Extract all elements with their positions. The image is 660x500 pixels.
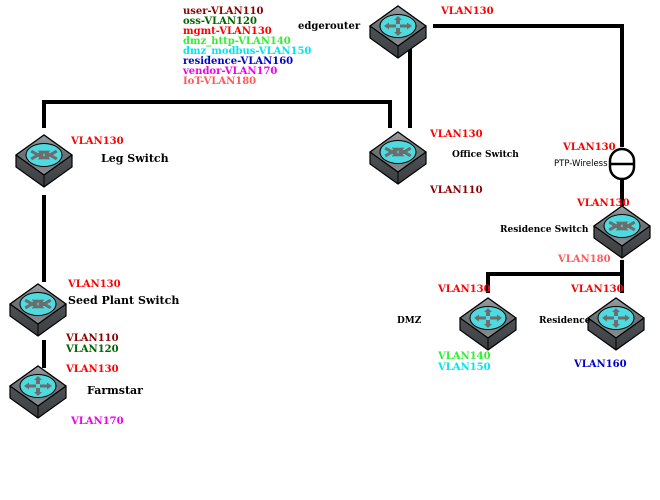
device-leg-switch[interactable]: [15, 134, 73, 188]
vlan-tag: VLAN110: [65, 333, 119, 344]
link-leg-office: [42, 100, 392, 128]
farmstar-label: Farmstar: [87, 384, 143, 397]
legend-item: mgmt-VLAN130: [183, 26, 272, 37]
legend-item: dmz_modbus-VLAN150: [183, 46, 311, 57]
vlan-legend: user-VLAN110 oss-VLAN120 mgmt-VLAN130 dm…: [182, 6, 311, 87]
seed-plant-switch-label: Seed Plant Switch: [68, 294, 179, 307]
legend-item: vendor-VLAN170: [182, 66, 277, 77]
device-farmstar[interactable]: [9, 365, 67, 419]
dmz-label: DMZ: [397, 316, 422, 326]
device-edgerouter[interactable]: [369, 5, 427, 59]
vlan-tag: VLAN130: [570, 284, 624, 295]
vlan-tag: VLAN110: [429, 185, 483, 196]
residence-switch-label: Residence Switch: [500, 225, 589, 235]
vlan-tag: VLAN180: [557, 254, 611, 265]
vlan-tag: VLAN130: [437, 284, 491, 295]
links: [42, 24, 624, 368]
vlan-tag: VLAN170: [70, 416, 124, 427]
device-residence-switch[interactable]: [593, 205, 651, 259]
vlan-tag: VLAN150: [437, 362, 491, 373]
device-residence[interactable]: [587, 297, 645, 351]
vlan-tag: VLAN160: [573, 359, 627, 370]
legend-item: user-VLAN110: [183, 6, 264, 17]
device-dmz[interactable]: [459, 297, 517, 351]
office-switch-label: Office Switch: [452, 150, 519, 160]
vlan-tag: VLAN130: [562, 142, 616, 153]
edgerouter-label: edgerouter: [298, 21, 361, 32]
vlan-tag: VLAN130: [429, 129, 483, 140]
device-seed-plant-switch[interactable]: [9, 283, 67, 337]
legend-item: oss-VLAN120: [183, 16, 257, 27]
leg-switch-label: Leg Switch: [101, 152, 169, 165]
residence-label: Residence: [539, 316, 591, 326]
vlan-tag: VLAN130: [67, 279, 121, 290]
device-office-switch[interactable]: [369, 131, 427, 185]
ptp-wireless-icon: [608, 147, 636, 181]
link-to-dmz: [486, 272, 622, 293]
legend-item: residence-VLAN160: [183, 56, 293, 67]
vlan-tag: VLAN130: [440, 6, 494, 17]
vlan-tag: VLAN130: [70, 136, 124, 147]
vlan-tag: VLAN120: [65, 344, 119, 355]
ptp-wireless-label: PTP-Wireless: [554, 159, 608, 169]
vlan-tag: VLAN140: [437, 351, 491, 362]
vlan-tag: VLAN130: [65, 364, 119, 375]
vlan-tag: VLAN130: [576, 198, 630, 209]
legend-item: dmz_http-VLAN140: [183, 36, 291, 47]
link-edgerouter-ptp: [433, 24, 624, 147]
legend-item: IoT-VLAN180: [183, 76, 256, 87]
